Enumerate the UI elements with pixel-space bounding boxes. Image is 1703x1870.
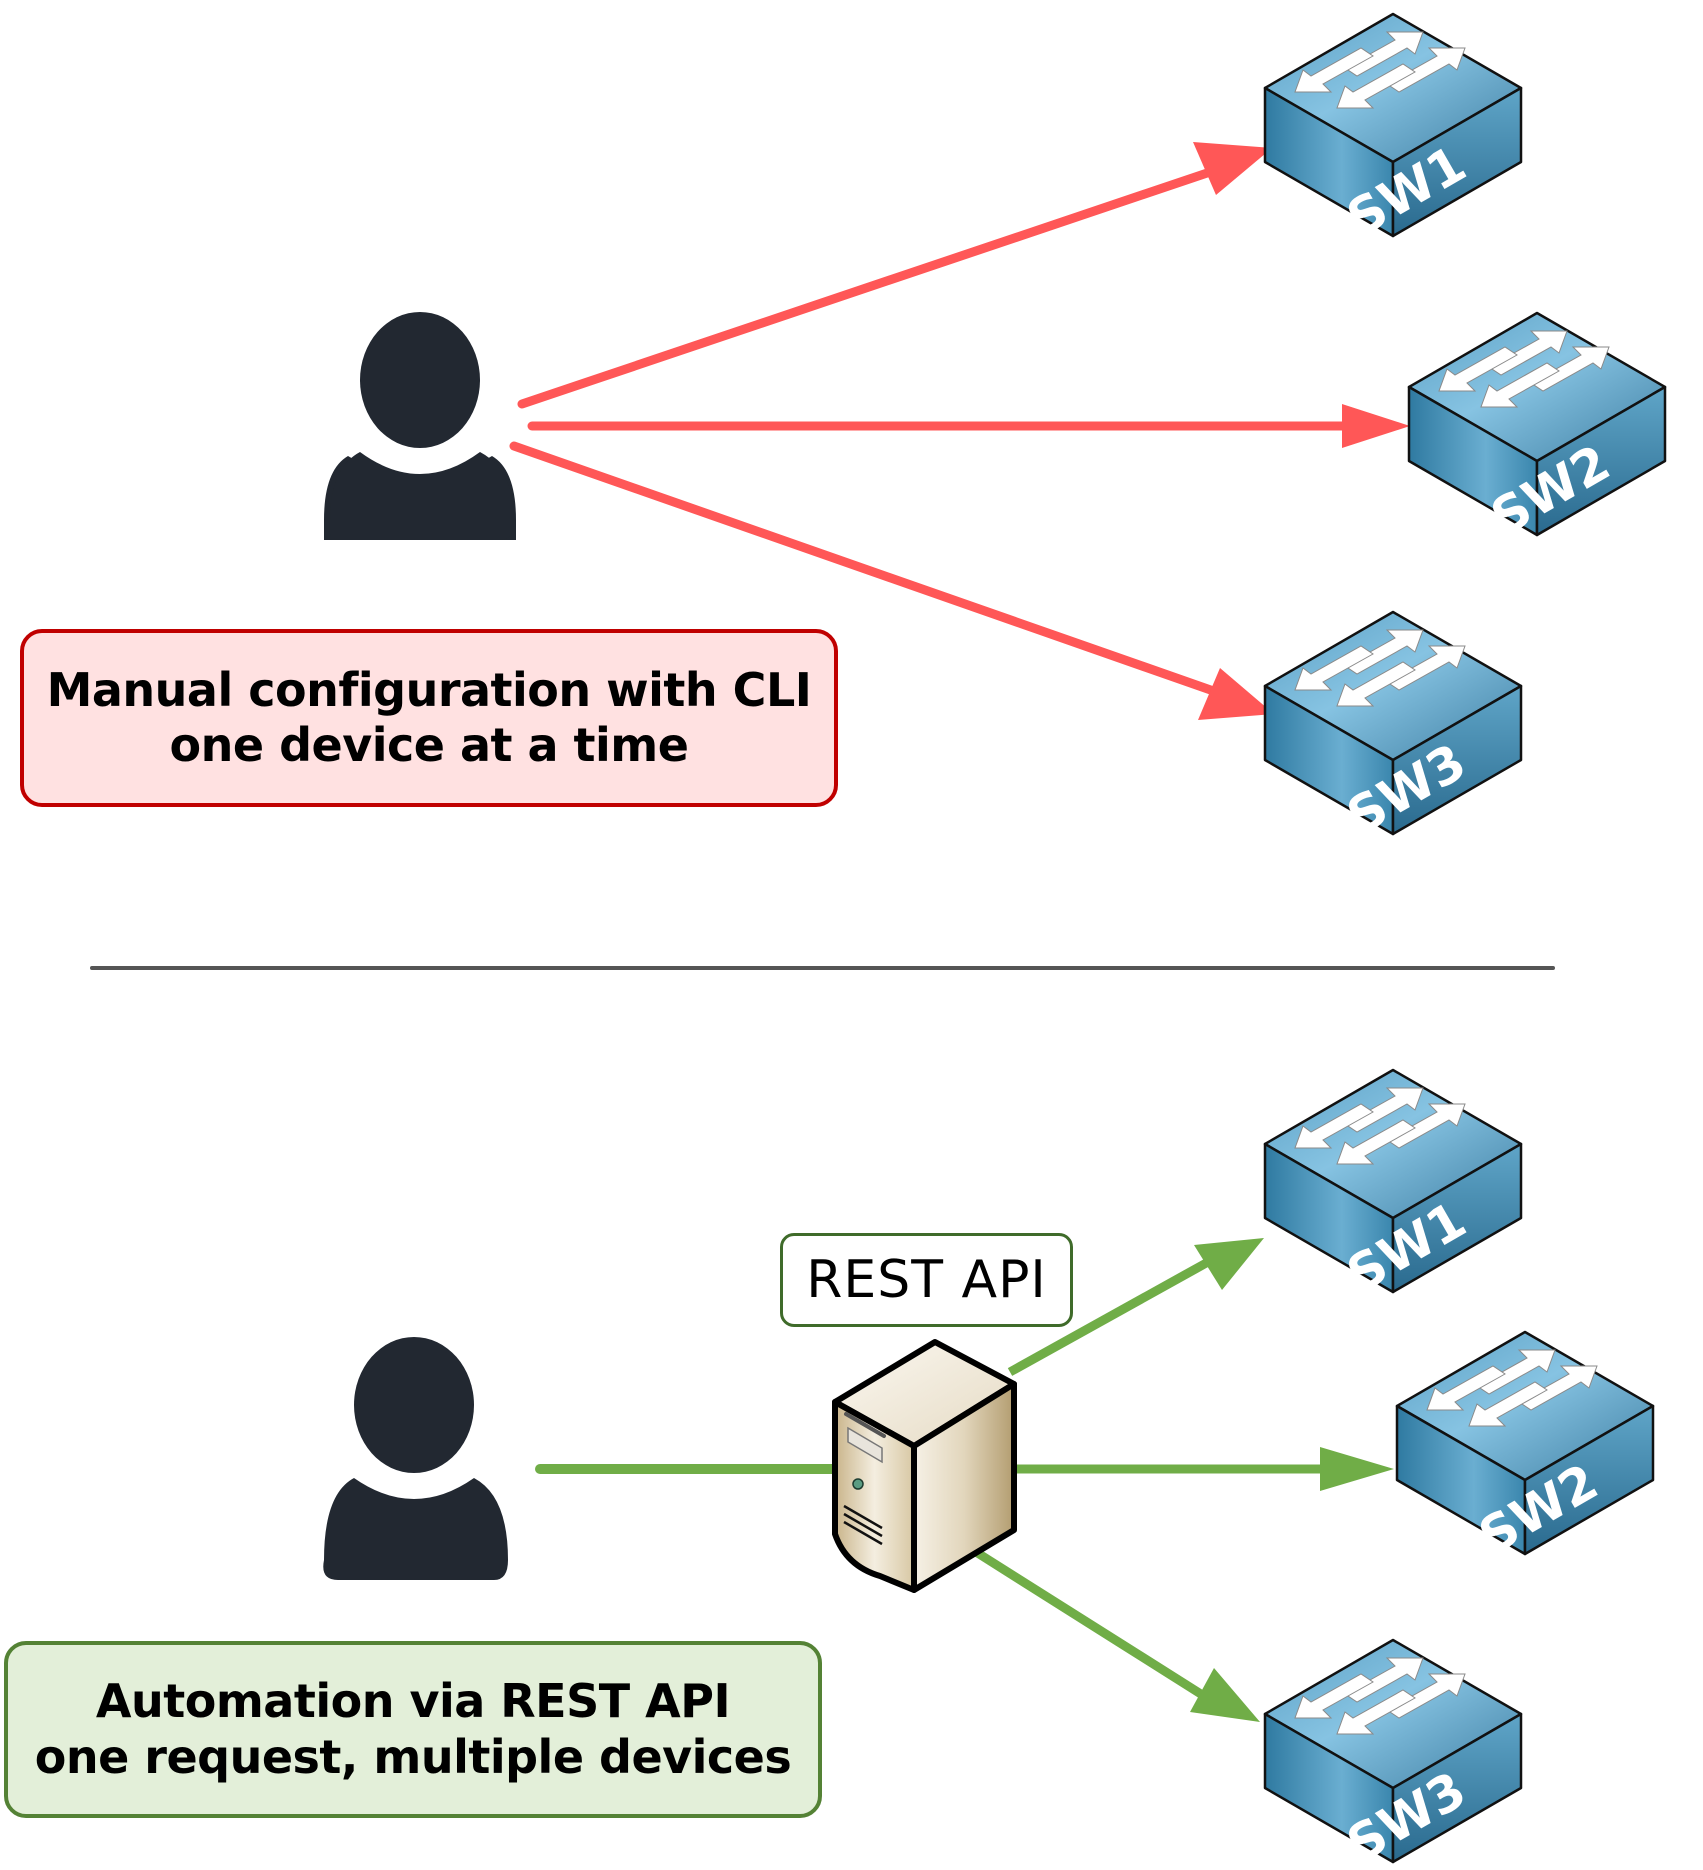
manual-config-callout: Manual configuration with CLI one device… [20, 629, 838, 807]
rest-api-server-icon [832, 1339, 1017, 1593]
manual-callout-line1: Manual configuration with CLI [46, 662, 812, 717]
automation-callout-line2: one request, multiple devices [34, 1729, 792, 1784]
rest-api-label: REST API [780, 1233, 1073, 1327]
switch-sw3-automation: SW3 [1263, 1638, 1523, 1870]
automation-person-icon [323, 1337, 508, 1580]
manual-callout-line2: one device at a time [169, 718, 689, 772]
admin-person-icon [324, 312, 516, 540]
switch-sw2-manual: SW2 [1407, 311, 1667, 547]
switch-sw1-manual: SW1 [1263, 12, 1523, 248]
automation-callout: Automation via REST API one request, mul… [4, 1641, 822, 1818]
manual-arrow-sw3 [509, 441, 1274, 720]
manual-arrow-sw2 [527, 404, 1410, 448]
auto-arrow-sw1 [1007, 1238, 1264, 1376]
automation-callout-line1: Automation via REST API [95, 1674, 731, 1729]
manual-arrow-sw1 [517, 142, 1272, 409]
switch-sw3-manual: SW3 [1263, 610, 1523, 846]
auto-arrow-sw3 [973, 1548, 1260, 1722]
switch-sw2-automation: SW2 [1395, 1330, 1655, 1566]
auto-arrow-sw2 [1016, 1447, 1394, 1491]
switch-sw1-automation: SW1 [1263, 1068, 1523, 1304]
